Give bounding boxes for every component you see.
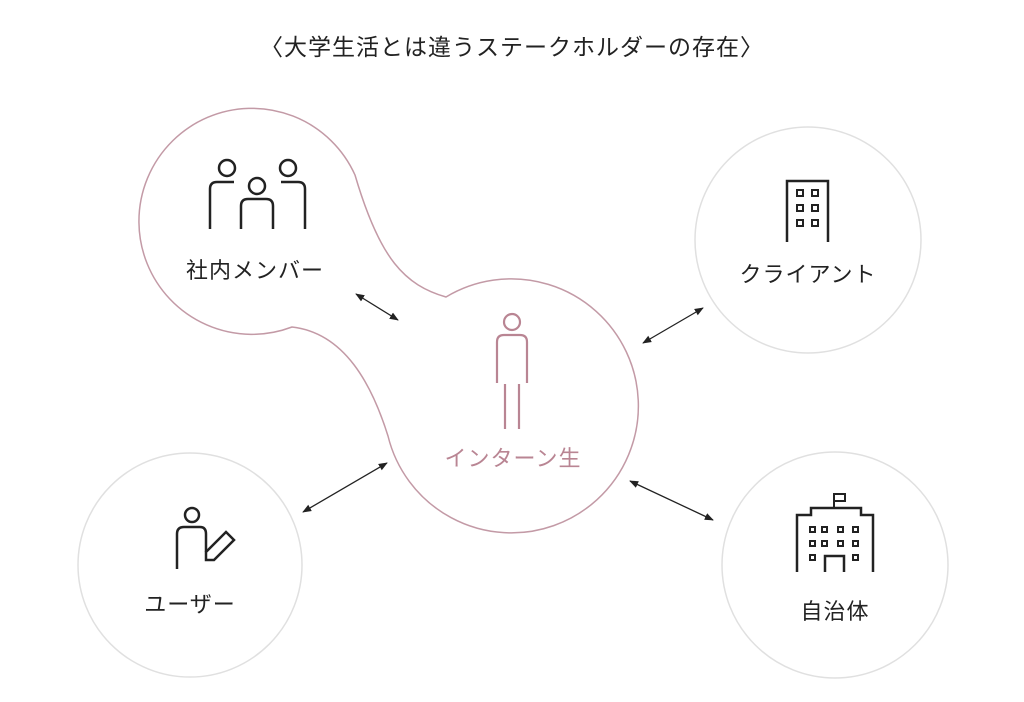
arrow-user-intern [302, 462, 388, 513]
label-government: 自治体 [800, 600, 870, 625]
user-circle [77, 452, 303, 678]
diagram-title: 〈大学生活とは違うステークホルダーの存在〉 [260, 35, 764, 61]
client-circle [694, 126, 922, 354]
arrow-member-intern [355, 293, 399, 321]
group-icon [208, 158, 307, 229]
label-user: ユーザー [144, 593, 236, 618]
person-icon [495, 312, 529, 429]
building-icon [785, 179, 830, 242]
arrow-intern-government [629, 480, 714, 521]
label-internal-members: 社内メンバー [185, 259, 325, 284]
government-circle [721, 451, 949, 679]
government-building-icon [795, 493, 875, 572]
label-client: クライアント [739, 263, 877, 288]
intern-member-blob [138, 107, 640, 534]
arrow-intern-client [642, 307, 704, 344]
label-intern: インターン生 [444, 447, 582, 472]
user-writing-icon [175, 506, 236, 569]
